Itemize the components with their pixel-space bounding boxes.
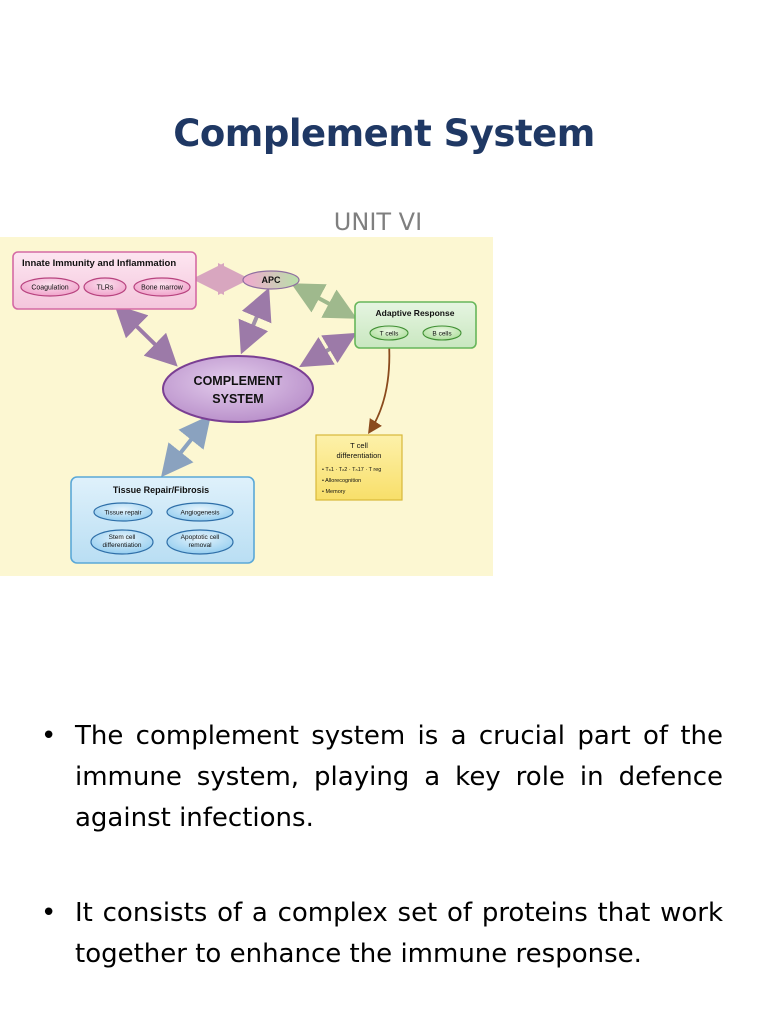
arrow-tcells-differentiation bbox=[368, 342, 391, 435]
svg-text:B cells: B cells bbox=[432, 331, 452, 338]
adaptive-item-t-cells: T cells bbox=[369, 325, 409, 341]
bullet-list: • The complement system is a crucial par… bbox=[35, 716, 723, 975]
svg-text:Bone marrow: Bone marrow bbox=[141, 285, 184, 292]
svg-text:Stem cell: Stem cell bbox=[109, 534, 136, 541]
svg-text:Angiogenesis: Angiogenesis bbox=[180, 510, 220, 517]
adaptive-title: Adaptive Response bbox=[376, 308, 455, 318]
innate-item-tlrs: TLRs bbox=[83, 277, 127, 297]
innate-title: Innate Immunity and Inflammation bbox=[22, 258, 176, 269]
apc-node: APC bbox=[242, 270, 300, 290]
arrow-innate-complement bbox=[114, 304, 178, 367]
bullet-text: The complement system is a crucial part … bbox=[75, 721, 723, 833]
arrow-apc-adaptive bbox=[290, 283, 358, 319]
innate-immunity-box: Innate Immunity and Inflammation Coagula… bbox=[12, 251, 197, 310]
tissue-item-tissue-repair: Tissue repair bbox=[93, 502, 153, 522]
svg-text:Tissue repair: Tissue repair bbox=[104, 510, 142, 517]
arrow-adaptive-complement bbox=[299, 332, 357, 368]
bullet-item: • The complement system is a crucial par… bbox=[35, 716, 723, 839]
svg-text:Coagulation: Coagulation bbox=[31, 285, 68, 292]
tissue-item-angiogenesis: Angiogenesis bbox=[166, 502, 234, 522]
svg-text:T cell: T cell bbox=[350, 441, 368, 450]
svg-text:COMPLEMENT: COMPLEMENT bbox=[194, 374, 283, 388]
svg-text:• Allorecognition: • Allorecognition bbox=[322, 478, 361, 484]
adaptive-response-box: Adaptive Response T cells B cells bbox=[354, 301, 477, 349]
innate-item-coagulation: Coagulation bbox=[20, 277, 80, 297]
bullet-item: • It consists of a complex set of protei… bbox=[35, 893, 723, 975]
svg-text:• Tₙ1 · Tₙ2 · Tₙ17 · T reg: • Tₙ1 · Tₙ2 · Tₙ17 · T reg bbox=[322, 467, 381, 473]
arrow-apc-complement bbox=[238, 287, 272, 355]
complement-diagram: Innate Immunity and Inflammation Coagula… bbox=[0, 237, 493, 576]
slide-subtitle: UNIT VI bbox=[333, 208, 423, 236]
bullet-text: It consists of a complex set of proteins… bbox=[75, 898, 723, 969]
svg-text:Apoptotic cell: Apoptotic cell bbox=[181, 534, 220, 541]
tissue-title: Tissue Repair/Fibrosis bbox=[113, 485, 209, 495]
svg-text:differentiation: differentiation bbox=[337, 451, 382, 460]
svg-text:T cells: T cells bbox=[380, 331, 399, 338]
svg-text:APC: APC bbox=[261, 275, 281, 285]
adaptive-item-b-cells: B cells bbox=[422, 325, 462, 341]
svg-text:removal: removal bbox=[188, 542, 212, 549]
tissue-repair-box: Tissue Repair/Fibrosis Tissue repair Ang… bbox=[70, 476, 255, 564]
bullet-icon: • bbox=[41, 898, 57, 928]
connector-arrows bbox=[114, 263, 391, 478]
svg-text:• Memory: • Memory bbox=[322, 489, 346, 495]
svg-text:differentiation: differentiation bbox=[103, 542, 142, 549]
slide-title: Complement System bbox=[173, 112, 595, 155]
tissue-item-stem-cell: Stem cell differentiation bbox=[90, 529, 154, 555]
complement-system-node: COMPLEMENT SYSTEM bbox=[162, 355, 314, 423]
arrow-complement-tissue bbox=[161, 414, 211, 478]
tissue-item-apoptotic: Apoptotic cell removal bbox=[166, 529, 234, 555]
svg-text:TLRs: TLRs bbox=[97, 285, 114, 292]
svg-text:SYSTEM: SYSTEM bbox=[212, 392, 263, 406]
bullet-icon: • bbox=[41, 721, 57, 751]
t-cell-differentiation-box: T cell differentiation • Tₙ1 · Tₙ2 · Tₙ1… bbox=[315, 434, 403, 501]
innate-item-bone-marrow: Bone marrow bbox=[133, 277, 191, 297]
